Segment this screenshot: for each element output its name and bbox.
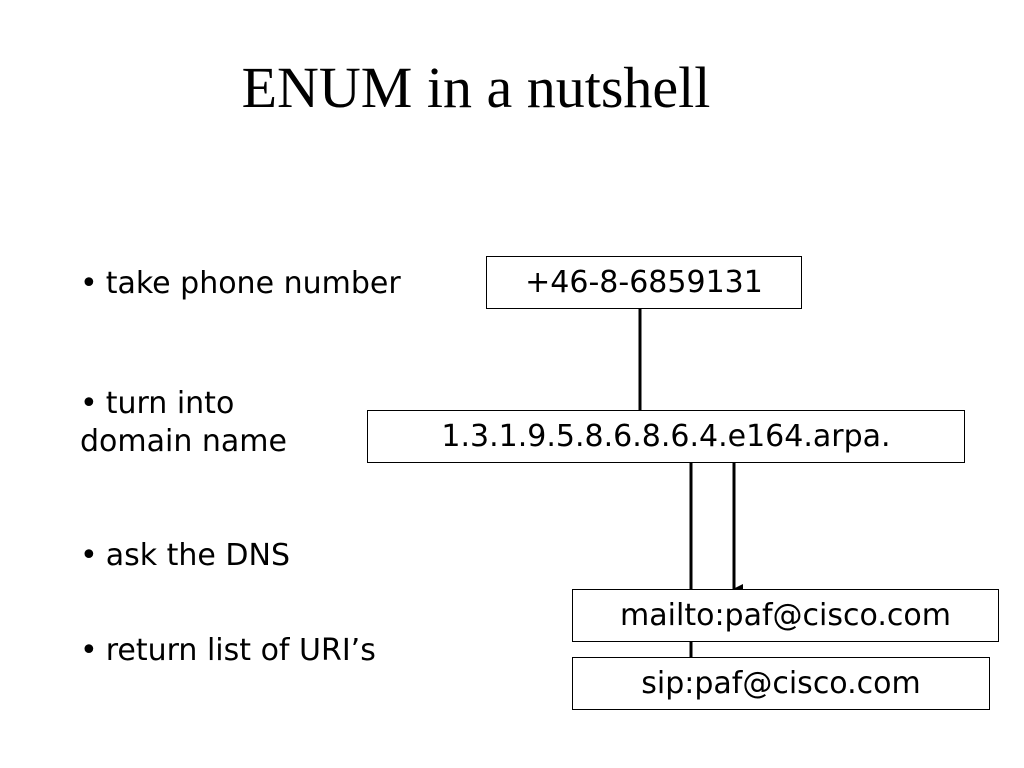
bullet-return-list-of-uris: •return list of URI’s	[80, 632, 376, 670]
bullet-turn-into-domain-name: •turn into domain name	[80, 385, 287, 461]
domain-name-box: 1.3.1.9.5.8.6.8.6.4.e164.arpa.	[367, 410, 965, 463]
bullet-text: take phone number	[105, 266, 401, 301]
bullet-text-line-1: turn into	[105, 386, 235, 421]
bullet-take-phone-number: •take phone number	[80, 265, 401, 303]
bullet-text: return list of URI’s	[105, 633, 376, 668]
slide-title: ENUM in a nutshell	[241, 55, 711, 120]
phone-number-text: +46-8-6859131	[525, 265, 763, 300]
mailto-uri-box: mailto:paf@cisco.com	[572, 589, 999, 642]
bullet-ask-the-dns: •ask the DNS	[80, 537, 290, 575]
domain-name-text: 1.3.1.9.5.8.6.8.6.4.e164.arpa.	[441, 419, 891, 454]
bullet-text-line-2: domain name	[80, 424, 287, 459]
phone-number-box: +46-8-6859131	[486, 256, 802, 309]
bullet-dot: •	[80, 538, 98, 573]
sip-uri-box: sip:paf@cisco.com	[572, 657, 990, 710]
mailto-uri-text: mailto:paf@cisco.com	[620, 598, 951, 633]
bullet-text: ask the DNS	[105, 538, 290, 573]
sip-uri-text: sip:paf@cisco.com	[641, 666, 921, 701]
bullet-dot: •	[80, 266, 98, 301]
bullet-dot: •	[80, 386, 98, 421]
bullet-dot: •	[80, 633, 98, 668]
